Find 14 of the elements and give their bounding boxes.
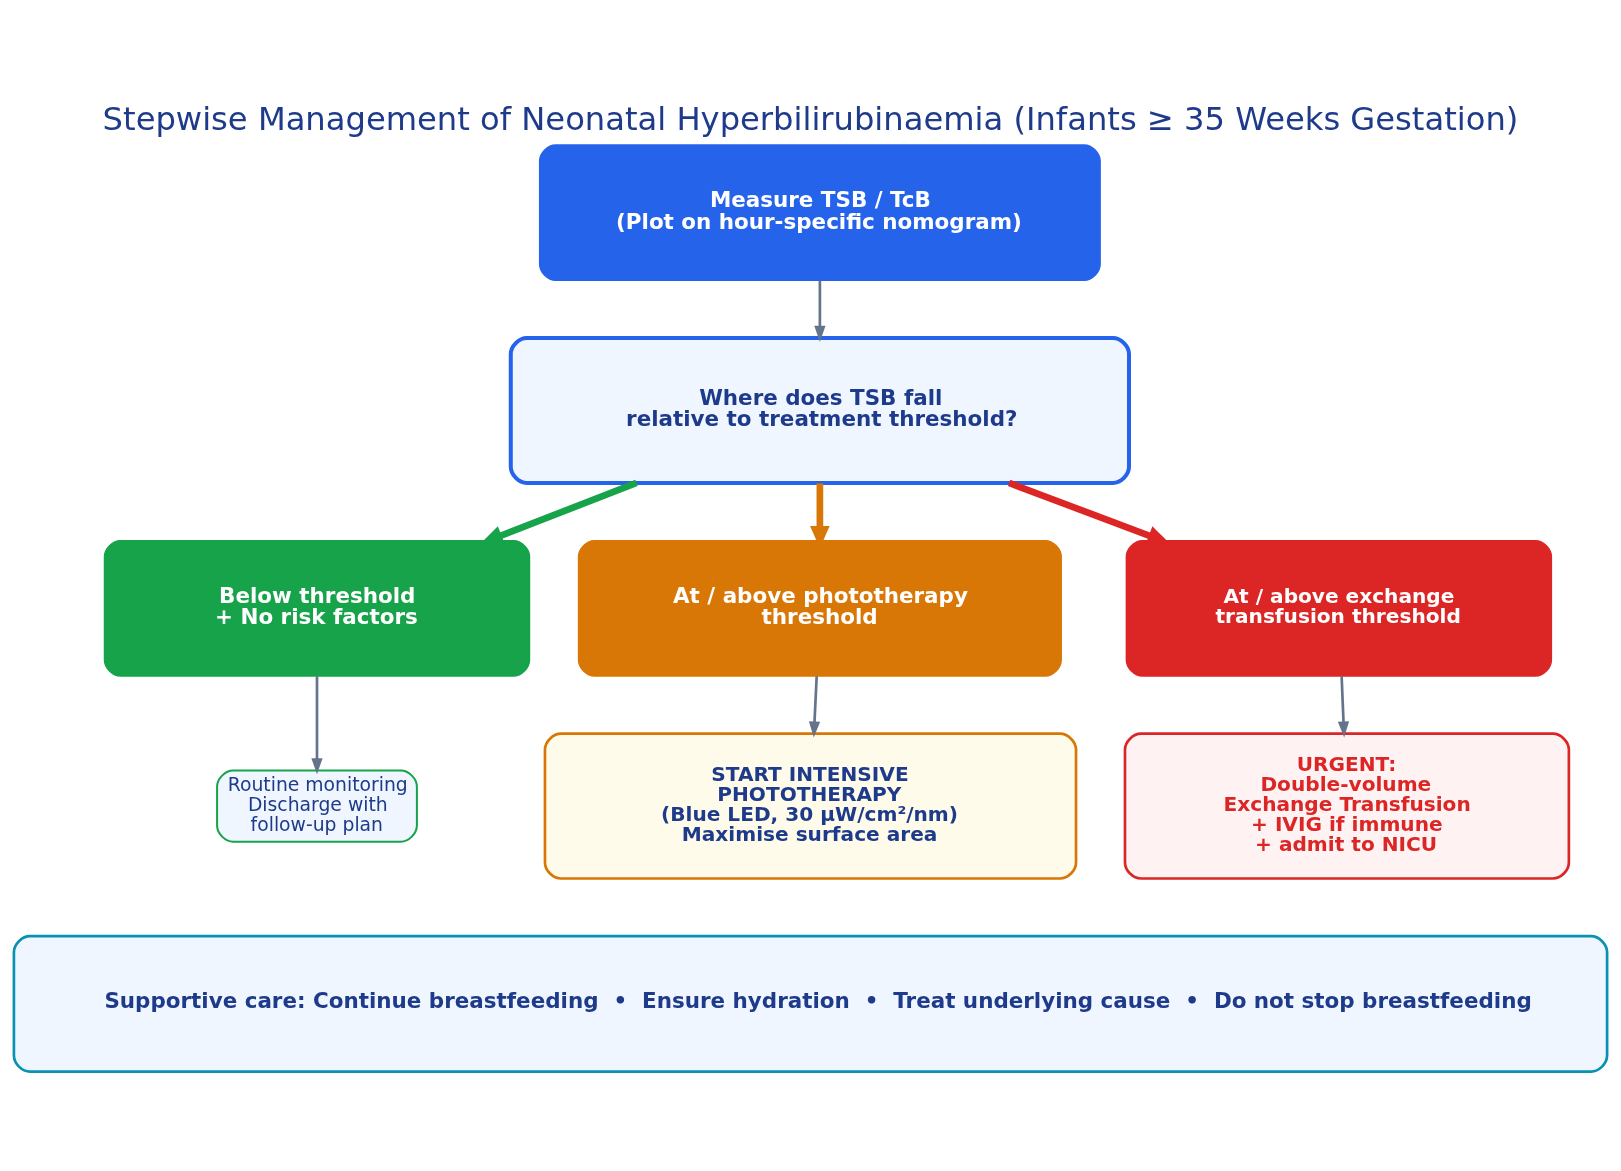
node-box: Where does TSB fall relative to treatment threshold? bbox=[508, 336, 1131, 485]
node-box: Below threshold + No risk factors bbox=[103, 539, 531, 677]
arrow bbox=[814, 280, 826, 342]
arrow bbox=[808, 676, 821, 738]
node-box: At / above phototherapy threshold bbox=[577, 539, 1062, 677]
node-box: Measure TSB / TcB (Plot on hour-specific nomogram) bbox=[538, 144, 1101, 282]
node-box: At / above exchange transfusion threshold bbox=[1125, 539, 1553, 677]
node-box: Routine monitoring Discharge with follow-up plan bbox=[216, 769, 418, 843]
arrow bbox=[311, 676, 323, 775]
arrow bbox=[1337, 676, 1350, 738]
diagram-title: Stepwise Management of Neonatal Hyperbilirubinaemia (Infants ≥ 35 Weeks Gestation) bbox=[102, 100, 1519, 139]
node-box: URGENT: Double-volume Exchange Transfusion + IVIG if immune + admit to NICU bbox=[1123, 732, 1571, 880]
node-box: START INTENSIVE PHOTOTHERAPY (Blue LED, 30 μW/cm²/nm) Maximise surface area bbox=[543, 732, 1078, 880]
node-box: Supportive care: Continue breastfeeding • Ensure hydration • Treat underlying cause • Do not stop breastfeeding bbox=[12, 934, 1609, 1073]
